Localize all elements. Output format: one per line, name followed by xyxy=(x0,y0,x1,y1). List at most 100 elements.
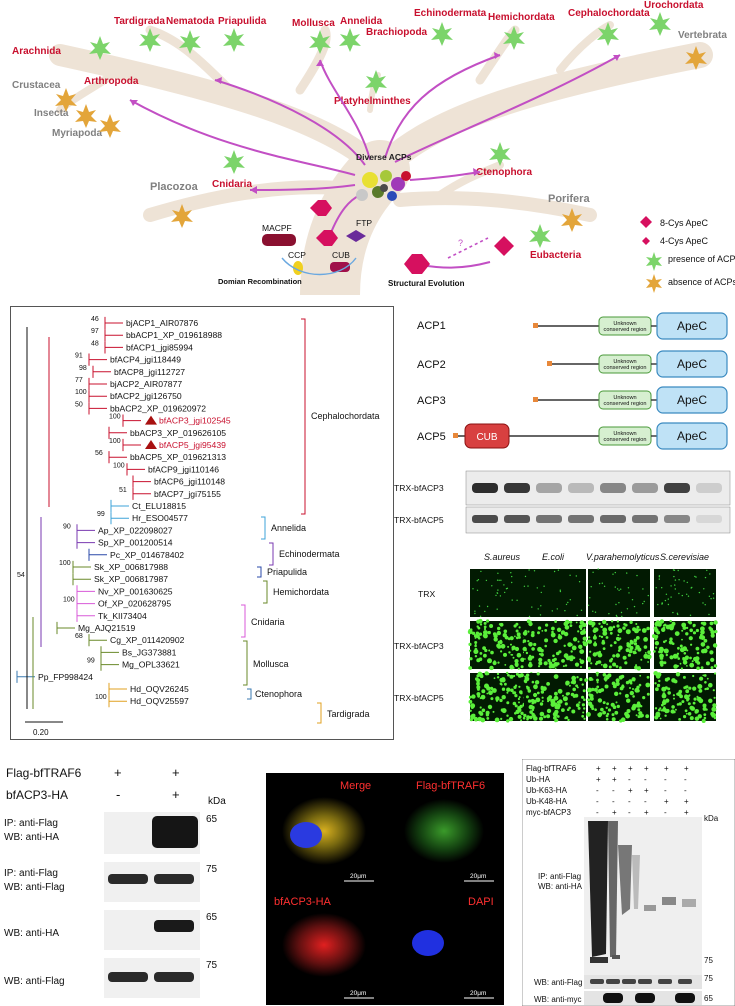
bacterium-dot xyxy=(702,706,707,711)
unknown-region-label: conserved region xyxy=(604,401,647,407)
kda-label: kDa xyxy=(208,796,226,807)
sign: + xyxy=(596,764,601,773)
bacterium-dot xyxy=(572,687,576,692)
bacterium-dot xyxy=(561,708,565,712)
bacterium-dot xyxy=(609,644,613,647)
bacterium-dot xyxy=(662,707,667,712)
apec-domain xyxy=(656,386,728,414)
bacterium-dot xyxy=(663,640,666,644)
bacterium-dot xyxy=(571,645,577,651)
bacterium-dot xyxy=(665,698,670,703)
bacterium-dot xyxy=(660,663,664,667)
scale-bars xyxy=(344,880,494,999)
bacterium-dot xyxy=(514,662,519,667)
bacterium-dot xyxy=(710,711,715,717)
bacterium-dot xyxy=(525,695,529,699)
bacterium-dot xyxy=(476,681,480,685)
bacterium-dot xyxy=(474,655,478,658)
bacterium-dot xyxy=(612,573,614,575)
blot-band xyxy=(622,979,636,984)
merge-title: Merge xyxy=(340,780,371,792)
marker: 65 xyxy=(206,912,218,923)
bacterium-dot xyxy=(608,665,612,669)
8-cys-apec-icon xyxy=(310,200,332,216)
bacterium-dot xyxy=(533,684,538,690)
bacterium-dot xyxy=(688,694,691,697)
bacterium-dot xyxy=(680,667,683,670)
wb-band xyxy=(568,515,594,523)
bacterium-dot xyxy=(611,713,615,717)
bacterium-dot xyxy=(530,633,535,638)
bacterium-dot xyxy=(496,579,499,581)
bacterium-dot xyxy=(539,614,542,616)
tip-label: Sp_XP_001200514 xyxy=(98,538,173,548)
bacterium-dot xyxy=(704,576,707,579)
bacterium-dot xyxy=(640,658,643,661)
fluorescence-cell xyxy=(470,569,532,617)
bacterium-dot xyxy=(697,714,702,719)
bacterium-dot xyxy=(540,591,542,594)
taxon-label: Porifera xyxy=(548,193,590,205)
bacterium-dot xyxy=(612,684,617,689)
bacterium-dot xyxy=(523,713,527,718)
tip-label: Of_XP_020628795 xyxy=(98,599,171,609)
bacterium-dot xyxy=(675,672,681,677)
ha-title: bfACP3-HA xyxy=(274,896,332,908)
colocalization-titles: Merge Flag-bfTRAF6 bfACP3-HA DAPI xyxy=(274,780,494,908)
bacterium-dot xyxy=(528,615,531,618)
bootstrap-value: 99 xyxy=(87,658,95,665)
bacterium-dot xyxy=(564,619,570,625)
bacterium-dot xyxy=(575,703,580,708)
bacterium-dot xyxy=(653,671,658,676)
presence-of-acps-icon xyxy=(223,150,245,174)
bacterium-dot xyxy=(474,610,476,612)
bacterium-dot xyxy=(657,622,662,627)
bacterium-dot xyxy=(636,685,640,689)
bacterium-dot xyxy=(596,685,600,689)
bacterium-dot xyxy=(492,632,497,636)
wb-band xyxy=(536,515,562,523)
wb-band xyxy=(472,483,498,493)
bacterium-dot xyxy=(646,675,650,679)
bacterium-dot xyxy=(469,709,472,712)
bacterium-dot xyxy=(563,655,567,658)
taxon-label: Platyhelminthes xyxy=(334,96,411,107)
bacterium-dot xyxy=(516,599,518,601)
bacterium-dot xyxy=(654,634,659,639)
bacterium-dot xyxy=(541,696,544,699)
marker: 75 xyxy=(206,960,218,971)
bacterium-dot xyxy=(589,650,592,653)
bacterium-dot xyxy=(571,679,577,684)
microbe-label: E.coli xyxy=(542,552,565,562)
tip-label: bfACP1_jgi85994 xyxy=(126,342,193,352)
diverse-acps-cluster xyxy=(356,170,411,201)
bacterium-dot xyxy=(697,684,703,689)
bacterium-dot xyxy=(582,636,587,641)
bacterium-dot xyxy=(511,648,514,651)
bacterium-dot xyxy=(627,587,630,589)
unknown-region-label: Unknown xyxy=(613,321,636,327)
bacterium-dot xyxy=(687,595,690,597)
bacterium-dot xyxy=(543,585,545,587)
taxon-label: Brachiopoda xyxy=(366,27,428,38)
bacterium-dot xyxy=(653,650,656,653)
bacterium-dot xyxy=(706,677,709,680)
bootstrap-value: 100 xyxy=(113,462,125,469)
bacterium-dot xyxy=(615,678,620,683)
bacterium-dot xyxy=(677,613,679,616)
bacterium-dot xyxy=(659,649,664,654)
bacterium-dot xyxy=(704,687,707,691)
bacterium-dot xyxy=(672,679,675,682)
fluorescence-grid xyxy=(467,568,718,723)
wb-band xyxy=(632,483,658,493)
bacterium-dot xyxy=(527,585,529,587)
bacterium-dot xyxy=(698,591,701,594)
bacterium-dot xyxy=(565,680,570,686)
bacterium-dot xyxy=(676,652,680,655)
bacterium-dot xyxy=(633,642,638,646)
bacterium-dot xyxy=(673,569,676,571)
clade-label: Tardigrada xyxy=(327,709,370,719)
bacterium-dot xyxy=(500,683,503,686)
unknown-region-label: Unknown xyxy=(613,395,636,401)
anti-flag-bands xyxy=(590,979,692,984)
